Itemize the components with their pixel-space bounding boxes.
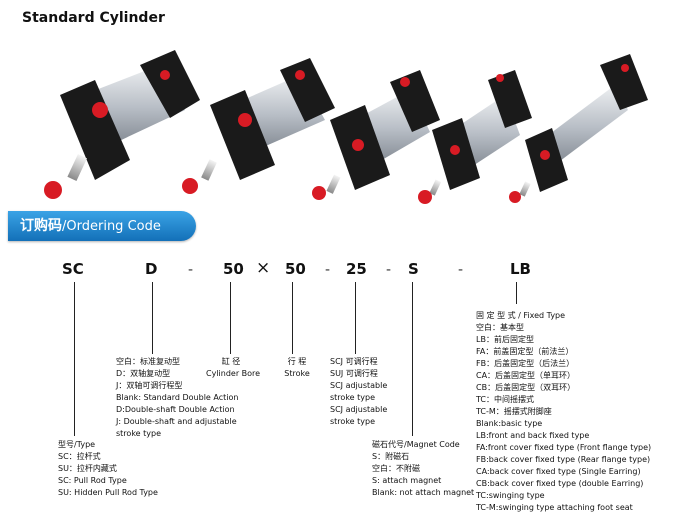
stroke-block-line: 行 程 <box>287 357 307 366</box>
stroke-description: 行 程 Stroke <box>283 356 311 380</box>
code-action: D <box>145 260 158 278</box>
mount-block-line: 空白：基本型 <box>476 323 524 332</box>
mount-block-line: TC：中间摇摆式 <box>476 395 535 404</box>
magnet-block-line: 磁石代号/Magnet Code <box>372 440 460 449</box>
code-times: × <box>256 258 271 278</box>
bracket-mounting <box>516 282 517 304</box>
magnet-block-line: Blank: not attach magnet <box>372 488 475 497</box>
code-dash-1: - <box>188 262 194 278</box>
mount-block-line: TC-M:swinging type attaching foot seat <box>476 503 633 512</box>
banner-cn: 订购码 <box>20 218 62 234</box>
cylinder-photo-4 <box>418 70 532 204</box>
action-block-line: J: Double-shaft and adjustable <box>116 417 237 426</box>
mount-block-line: FA：前盖固定型（前法兰） <box>476 347 574 356</box>
code-dash-3: - <box>386 262 392 278</box>
adj-block-line: SUJ 可调行程 <box>330 369 378 378</box>
adj-block-line: SCJ adjustable <box>330 381 388 390</box>
code-stroke: 50 <box>285 260 306 278</box>
adj-block-line: stroke type <box>330 417 375 426</box>
bracket-magnet <box>412 282 413 436</box>
banner-sep: / <box>62 219 67 234</box>
mount-block-line: CB:back cover fixed type (double Earring… <box>476 479 644 488</box>
action-block-line: D：双轴复动型 <box>116 369 171 378</box>
code-series: SC <box>62 260 84 278</box>
ordering-code-banner-label: 订购码/Ordering Code <box>20 216 161 237</box>
bracket-bore <box>230 282 231 354</box>
mount-block-line: Blank:basic type <box>476 419 543 428</box>
magnet-block-line: S：附磁石 <box>372 452 410 461</box>
mount-block-line: CA:back cover fixed type (Single Earring… <box>476 467 641 476</box>
magnet-block-line: S: attach magnet <box>372 476 442 485</box>
cylinder-product-photos <box>44 50 648 204</box>
bore-block-line: 缸 径 <box>221 357 241 366</box>
page-title: Standard Cylinder <box>22 10 165 26</box>
mount-block-line: CB：后盖固定型（双耳环） <box>476 383 576 392</box>
code-bore: 50 <box>223 260 244 278</box>
mount-block-line: LB:front and back fixed type <box>476 431 590 440</box>
adj-block-line: SCJ 可调行程 <box>330 357 378 366</box>
type-block-line: SC: Pull Rod Type <box>58 476 127 485</box>
mount-block-line: FB:back cover fixed type (Rear flange ty… <box>476 455 651 464</box>
code-dash-2: - <box>325 262 331 278</box>
cylinder-photo-1 <box>44 50 200 199</box>
mount-block-line: LB：前后固定型 <box>476 335 534 344</box>
bracket-adjust <box>355 282 356 354</box>
bore-description: 缸 径 Cylinder Bore <box>206 356 261 380</box>
mount-block-line: CA：后盖固定型（单耳环） <box>476 371 576 380</box>
type-block-line: SU：拉杆内藏式 <box>58 464 117 473</box>
banner-en: Ordering Code <box>66 219 161 234</box>
cylinder-photo-5 <box>509 54 648 203</box>
action-block-line: D:Double-shaft Double Action <box>116 405 235 414</box>
magnet-block-line: 空白：不附磁 <box>372 464 420 473</box>
type-block-line: SU: Hidden Pull Rod Type <box>58 488 158 497</box>
code-adjust: 25 <box>346 260 367 278</box>
action-block-line: 空白：标准复动型 <box>116 357 180 366</box>
adj-block-line: SCJ adjustable <box>330 405 388 414</box>
bracket-action <box>152 282 153 354</box>
bracket-stroke <box>292 282 293 354</box>
adjustable-stroke-description: SCJ 可调行程 SUJ 可调行程 SCJ adjustable stroke typ… <box>330 356 387 428</box>
bracket-type <box>74 282 75 436</box>
mount-block-line: TC:swinging type <box>476 491 545 500</box>
mount-block-line: 固 定 型 式 / Fixed Type <box>476 311 566 320</box>
action-block-line: stroke type <box>116 429 161 438</box>
stroke-block-line: Stroke <box>284 369 310 378</box>
mount-block-line: FA:front cover fixed type (Front flange … <box>476 443 652 452</box>
code-mounting: LB <box>510 260 531 278</box>
mount-block-line: FB：后盖固定型（后法兰） <box>476 359 575 368</box>
cylinder-photo-2 <box>182 58 335 194</box>
action-block-line: Blank: Standard Double Action <box>116 393 239 402</box>
code-dash-4: - <box>458 262 464 278</box>
adj-block-line: stroke type <box>330 393 375 402</box>
ordering-code-banner <box>8 211 196 241</box>
code-magnet: S <box>408 260 419 278</box>
action-description: 空白：标准复动型 D：双轴复动型 J：双轴可调行程型 Blank: Standard … <box>116 356 238 440</box>
type-block-line: 型号/Type <box>58 440 96 449</box>
type-block-line: SC：拉杆式 <box>58 452 101 461</box>
cylinder-photo-3 <box>312 70 440 200</box>
mount-block-line: TC-M：摇摆式附脚座 <box>476 407 552 416</box>
mounting-description: 固 定 型 式 / Fixed Type 空白：基本型 LB：前后固定型 FA：前盖固… <box>476 310 651 514</box>
bore-block-line: Cylinder Bore <box>206 369 261 378</box>
action-block-line: J：双轴可调行程型 <box>116 381 183 390</box>
